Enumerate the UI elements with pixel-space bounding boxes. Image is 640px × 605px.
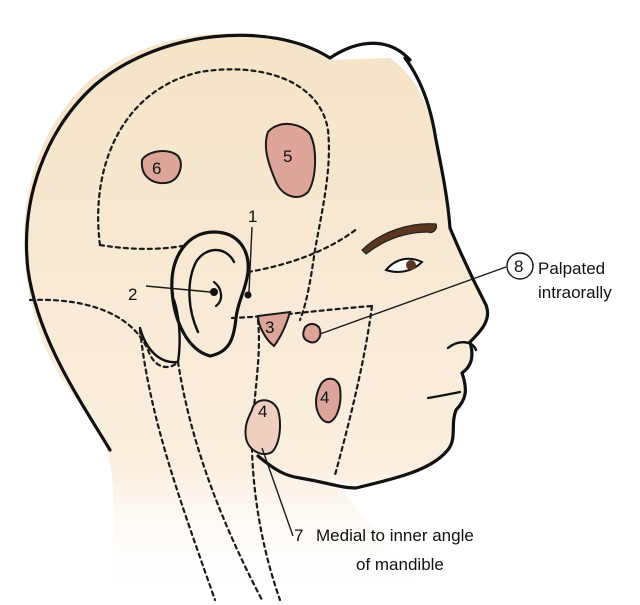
- label-1: 1: [248, 207, 257, 226]
- point-2-ear-marker: [210, 288, 218, 296]
- annotation-palpated-1: Palpated: [538, 259, 605, 278]
- annotation-palpated-2: intraorally: [538, 283, 612, 302]
- node-8-tonsillar: [303, 324, 320, 342]
- label-5: 5: [283, 147, 292, 166]
- iris: [406, 260, 416, 270]
- label-8: 8: [514, 257, 523, 276]
- annotation-medial-2: of mandible: [356, 555, 444, 574]
- label-3: 3: [265, 318, 274, 337]
- annotation-medial-1: Medial to inner angle: [316, 526, 474, 545]
- head-skin: [24, 34, 487, 605]
- point-1-preauricular: [245, 292, 252, 299]
- label-7: 7: [294, 526, 303, 545]
- label-6: 6: [152, 159, 161, 178]
- label-4-right: 4: [320, 388, 329, 407]
- label-4-left: 4: [258, 402, 267, 421]
- label-2: 2: [128, 285, 137, 304]
